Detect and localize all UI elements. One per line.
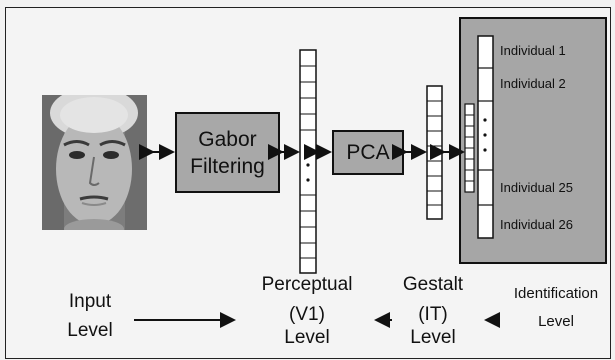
perceptual-level-line2: (V1) (289, 303, 325, 325)
gestalt-level-line2: (IT) (418, 303, 448, 325)
gabor-label-line2: Filtering (190, 154, 265, 178)
identification-level-label: Identification Level (500, 285, 612, 331)
input-level-label: Input Level (52, 291, 128, 343)
identification-level-line2: Level (538, 313, 574, 330)
gestalt-vector (426, 85, 443, 220)
perceptual-vector (299, 49, 317, 274)
perceptual-level-line3: Level (284, 326, 330, 348)
perceptual-level-label: Perceptual (V1) Level (244, 274, 370, 349)
identity-label-26: Individual 26 (500, 217, 573, 232)
identity-label-1: Individual 1 (500, 43, 566, 58)
gestalt-level-line1: Gestalt (402, 274, 464, 295)
identity-label-25: Individual 25 (500, 180, 573, 195)
gestalt-level-label: Gestalt (IT) Level (388, 274, 478, 349)
identification-input-vector (464, 103, 475, 193)
identification-level-line1: Identification (513, 285, 599, 302)
identification-output-column (477, 35, 494, 239)
face-photo (42, 95, 147, 230)
perceptual-level-line1: Perceptual (261, 274, 353, 295)
gabor-label-line1: Gabor (198, 127, 257, 151)
gestalt-level-line3: Level (410, 326, 456, 348)
identity-label-2: Individual 2 (500, 76, 566, 91)
gabor-filtering-box: Gabor Filtering (175, 112, 280, 193)
pca-label: PCA (346, 140, 390, 164)
input-level-line2: Level (67, 319, 113, 341)
input-level-line1: Input (68, 291, 112, 312)
